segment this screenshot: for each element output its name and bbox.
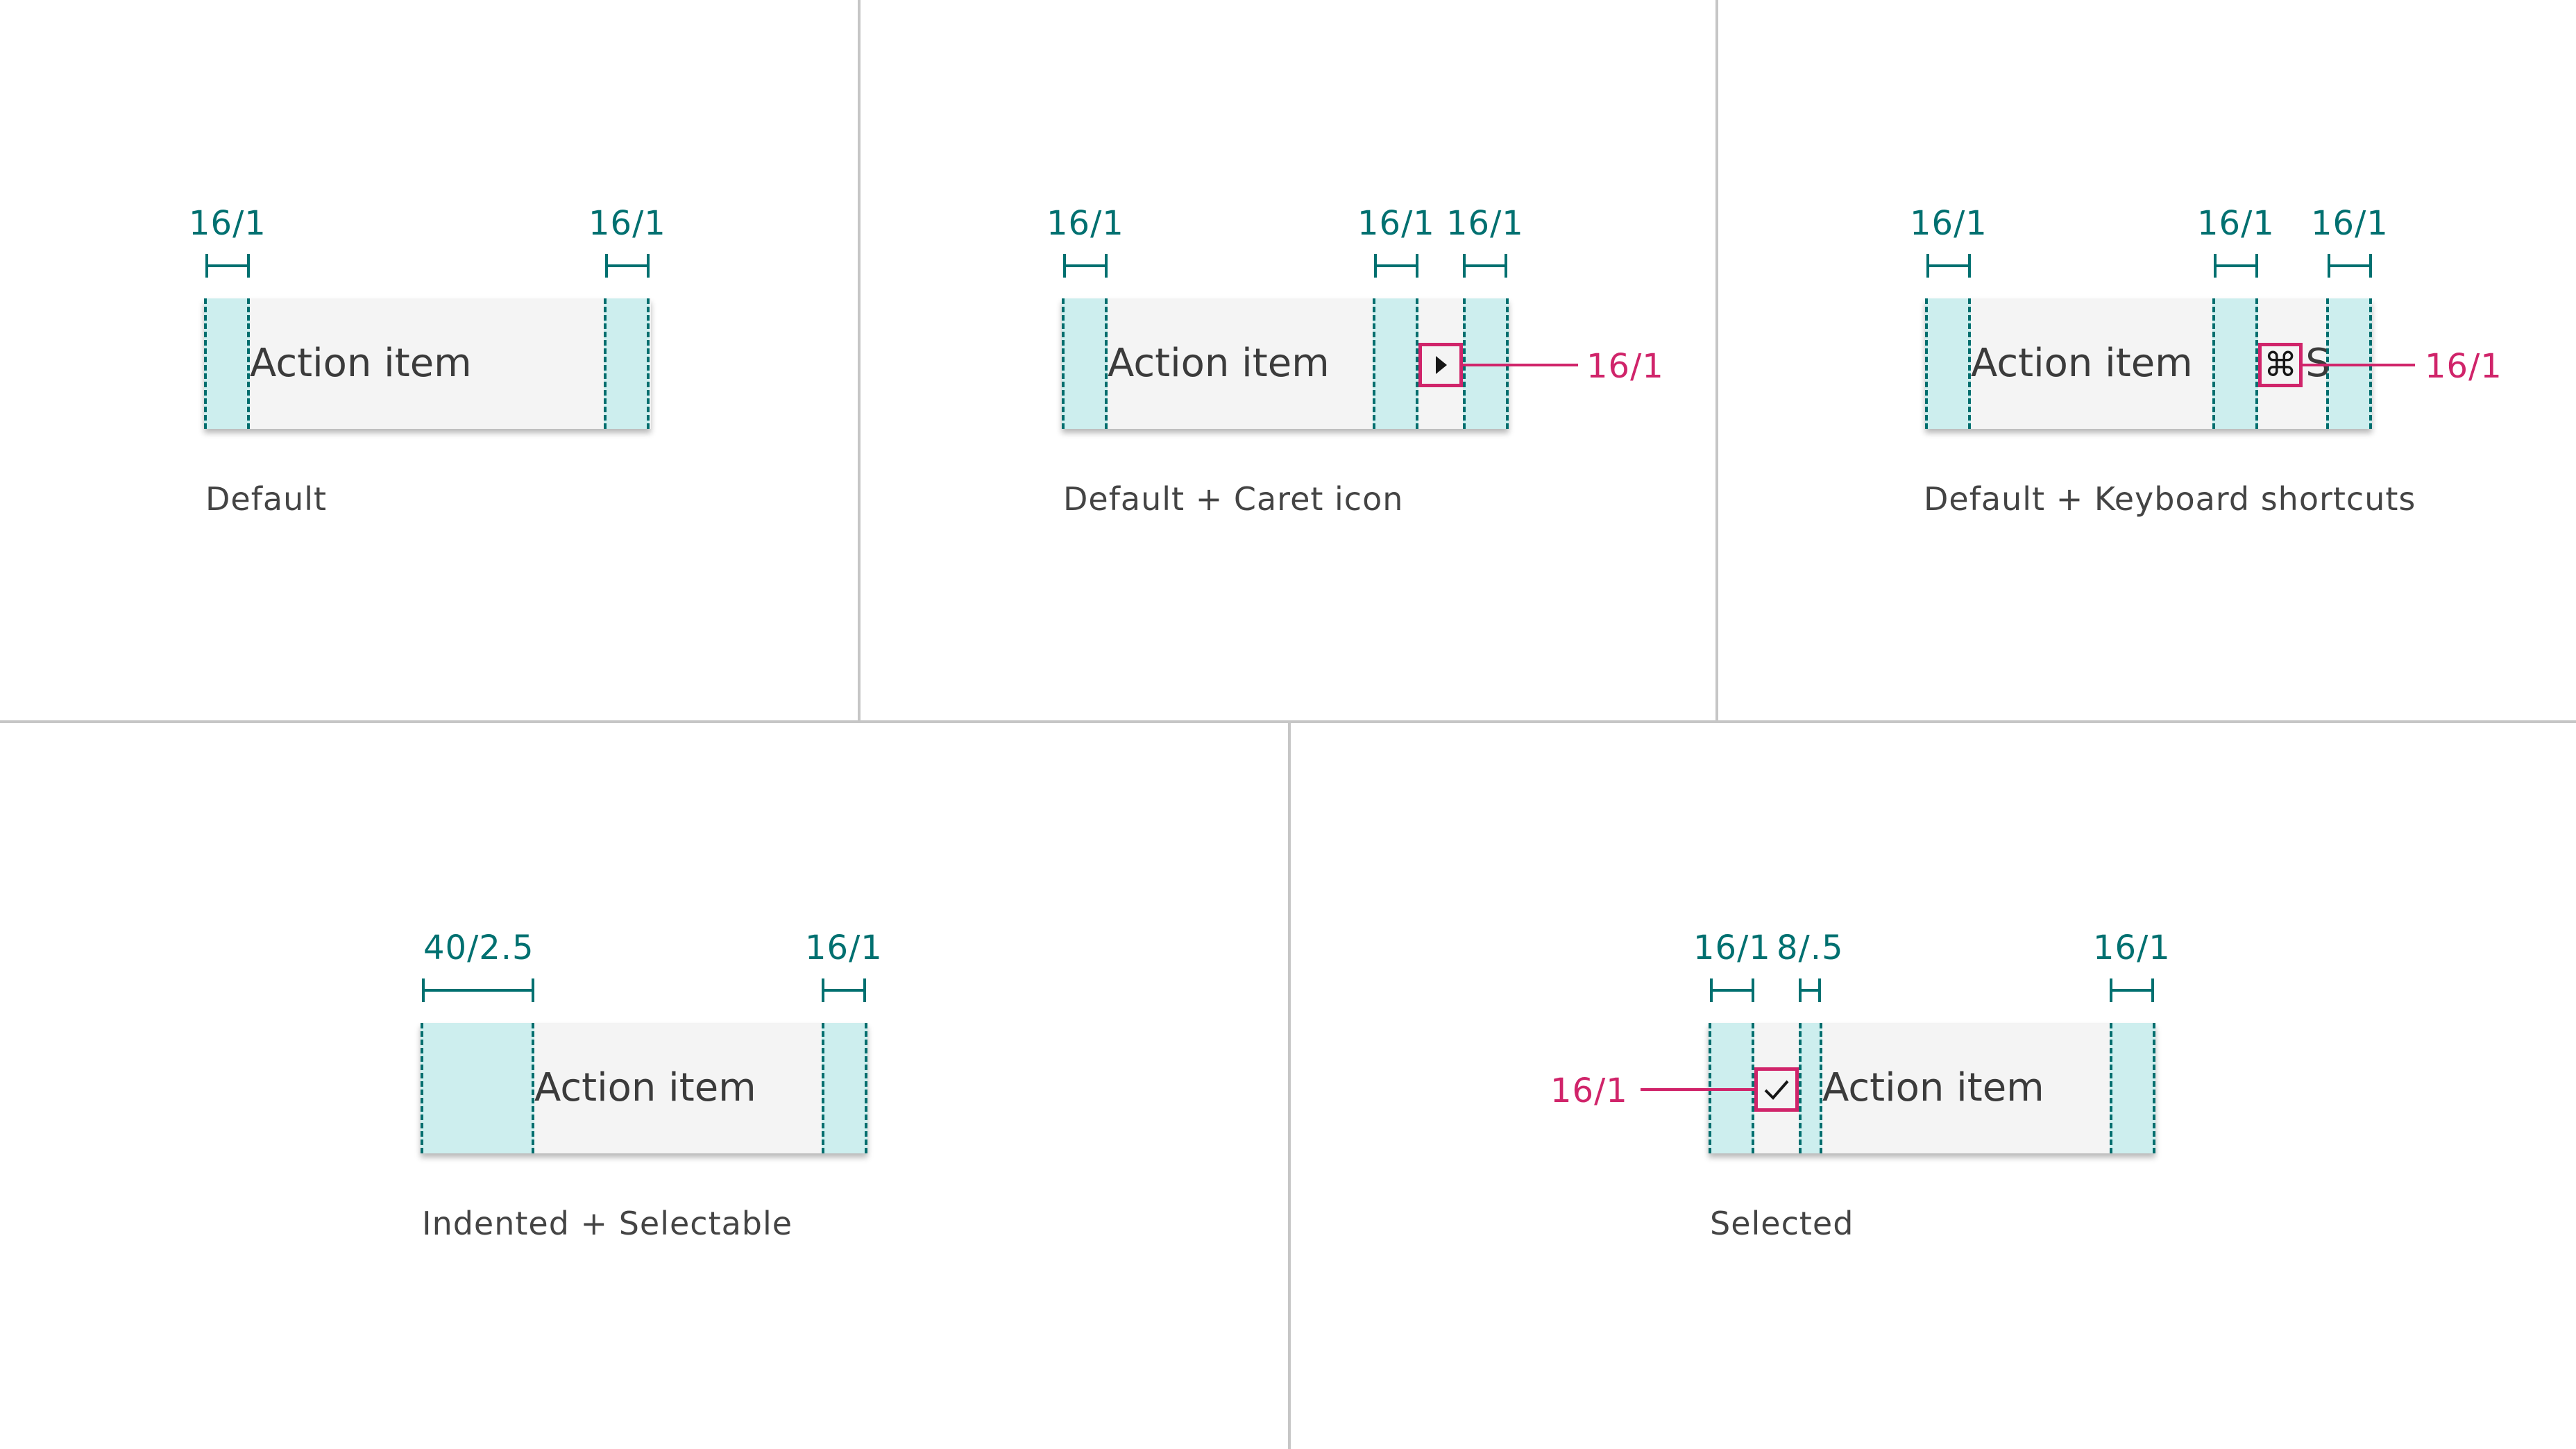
panel-caption: Default + Caret icon	[1063, 480, 1404, 518]
divider-vertical-top-1	[858, 0, 861, 722]
measure-label-shortcut-gap: 16/1	[2197, 204, 2275, 243]
measure-label-left-padding: 16/1	[1046, 204, 1124, 243]
padding-right-highlight	[604, 298, 650, 429]
measure-bracket-left-padding	[1926, 254, 1971, 278]
checkmark-icon-box	[1754, 1067, 1799, 1112]
callout-label-icon-size: 16/1	[2425, 347, 2502, 386]
panel-caption: Selected	[1710, 1205, 1854, 1242]
measure-bracket-right-padding	[1463, 254, 1507, 278]
divider-vertical-bottom	[1288, 722, 1291, 1449]
divider-vertical-top-2	[1715, 0, 1718, 722]
caret-icon-box	[1418, 343, 1463, 387]
measure-label-right-padding: 16/1	[2311, 204, 2389, 243]
callout-label-icon-size: 16/1	[1550, 1071, 1628, 1110]
shortcut-key-label: S	[2304, 298, 2332, 429]
measure-bracket-indent	[422, 978, 534, 1002]
shortcut-icon-box: ⌘	[2258, 343, 2303, 387]
padding-right-highlight	[2110, 1023, 2155, 1153]
padding-right-highlight	[822, 1023, 867, 1153]
measure-bracket-caret-gap	[1374, 254, 1418, 278]
menu-item[interactable]: Action item	[421, 1023, 867, 1153]
measure-label-right-padding: 16/1	[805, 929, 883, 967]
panel-caption: Indented + Selectable	[422, 1205, 793, 1242]
callout-line	[2303, 364, 2415, 366]
padding-left-highlight	[204, 298, 250, 429]
measure-label-left-padding: 16/1	[1693, 929, 1771, 967]
padding-gap-highlight	[2212, 298, 2258, 429]
padding-gap-highlight	[1373, 298, 1418, 429]
padding-left-highlight	[1925, 298, 1971, 429]
measure-label-right-padding: 16/1	[2093, 929, 2171, 967]
menu-item-label: Action item	[1822, 1065, 2044, 1110]
measure-bracket-right-padding	[2110, 978, 2154, 1002]
caret-right-icon	[1436, 356, 1447, 374]
menu-item-label: Action item	[1108, 341, 1330, 386]
menu-item[interactable]: Action item	[1709, 1023, 2155, 1153]
menu-item-label: Action item	[534, 1065, 756, 1110]
measure-label-right-padding: 16/1	[1446, 204, 1524, 243]
callout-line	[1463, 364, 1578, 366]
measure-bracket-shortcut-gap	[2214, 254, 2258, 278]
callout-label-icon-size: 16/1	[1586, 347, 1664, 386]
measure-bracket-right-padding	[822, 978, 866, 1002]
measure-bracket-left-padding	[205, 254, 250, 278]
callout-line	[1641, 1088, 1754, 1091]
command-key-icon: ⌘	[2264, 346, 2297, 384]
measure-label-caret-gap: 16/1	[1357, 204, 1435, 243]
measure-label-left-padding: 16/1	[189, 204, 266, 243]
menu-item[interactable]: Action item	[204, 298, 651, 429]
menu-item-label: Action item	[1971, 341, 2193, 386]
measure-label-left-padding: 16/1	[1910, 204, 1988, 243]
measure-bracket-right-padding	[605, 254, 650, 278]
panel-caption: Default + Keyboard shortcuts	[1924, 480, 2416, 518]
measure-label-check-gap: 8/.5	[1777, 929, 1844, 967]
menu-item[interactable]: Action item ⌘ S	[1925, 298, 2372, 429]
menu-item-label: Action item	[250, 341, 472, 386]
measure-bracket-check-gap	[1799, 978, 1821, 1002]
menu-item[interactable]: Action item	[1062, 298, 1509, 429]
measure-label-right-padding: 16/1	[588, 204, 666, 243]
padding-check-gap-highlight	[1799, 1023, 1822, 1153]
measure-label-indent: 40/2.5	[423, 929, 534, 967]
checkmark-icon	[1764, 1080, 1789, 1100]
padding-indent-highlight	[421, 1023, 534, 1153]
measure-bracket-right-padding	[2328, 254, 2372, 278]
measure-bracket-left-padding	[1063, 254, 1108, 278]
panel-caption: Default	[205, 480, 328, 518]
measure-bracket-left-padding	[1710, 978, 1754, 1002]
padding-left-highlight	[1062, 298, 1108, 429]
